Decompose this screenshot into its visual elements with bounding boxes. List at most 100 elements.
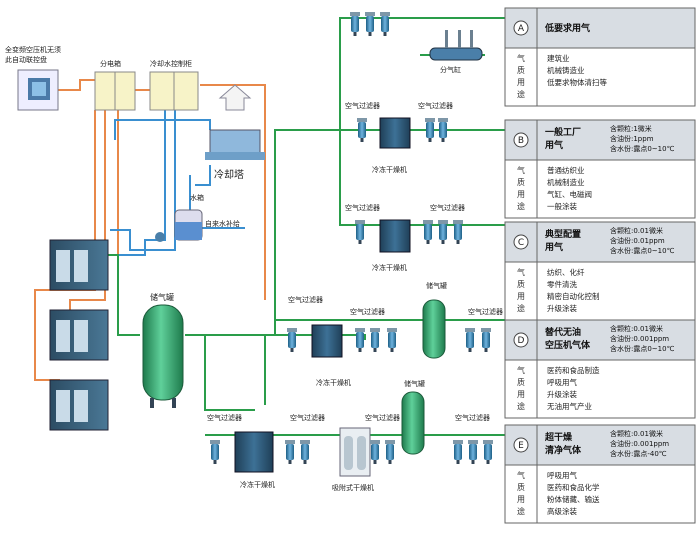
category-e-spec: 含水份:露点-40℃ — [610, 449, 667, 458]
category-d-side-label: 质 — [517, 377, 525, 387]
filter-b-3 — [438, 118, 448, 142]
filter-c-4 — [453, 220, 463, 244]
main-air-receiver: 储气罐 — [142, 292, 184, 408]
filter-e-1 — [210, 440, 220, 464]
filter-b-2 — [425, 118, 435, 142]
category-b-use: 机械制造业 — [547, 177, 585, 187]
category-a-side-label: 用 — [517, 78, 525, 87]
filter-d-1 — [287, 328, 297, 352]
dryer-b — [379, 117, 411, 149]
category-e-spec: 含颗粒:0.01微米 — [610, 429, 663, 438]
category-d-panel: D替代无油空压机气体含颗粒:0.01微米含油份:0.001ppm含水份:露点0~… — [504, 319, 696, 419]
category-a-header-bg — [504, 7, 696, 49]
control-panel-label-1: 全变频空压机无须 — [5, 45, 61, 54]
category-c-use: 升级涂装 — [547, 303, 577, 313]
category-d-title: 替代无油 — [545, 326, 581, 338]
category-b-header-bg — [504, 119, 696, 161]
water-tank-label: 水箱 — [190, 193, 204, 202]
cooling-water-lines — [108, 110, 245, 256]
category-e-use: 呼吸用气 — [547, 470, 577, 480]
filter-d-6 — [481, 328, 491, 352]
category-d-spec: 含颗粒:0.01微米 — [610, 324, 663, 333]
category-a-use: 机械铸造业 — [547, 65, 585, 75]
filter-e-6 — [453, 440, 463, 464]
air-receiver-d-label: 储气罐 — [426, 281, 447, 290]
air-receiver-e-label: 储气罐 — [404, 379, 425, 388]
filter-e-label-4: 空气过滤器 — [455, 413, 490, 422]
category-d-use: 呼吸用气 — [547, 377, 577, 387]
category-b-spec: 含油份:1ppm — [610, 134, 654, 143]
filter-a-3 — [380, 12, 390, 36]
category-d-side-label: 气 — [517, 365, 525, 375]
filter-c-3 — [438, 220, 448, 244]
dryer-e — [234, 431, 274, 473]
filter-b-1 — [357, 118, 367, 142]
category-c-letter: C — [518, 238, 524, 248]
line-b-equipment: 空气过滤器 冷冻干燥机 空气过滤器 — [345, 101, 453, 174]
category-c-side-label: 气 — [517, 267, 525, 277]
control-panel-label-2: 此自动联控盘 — [5, 55, 47, 64]
category-c-side-label: 途 — [517, 303, 525, 313]
category-e-side-label: 质 — [517, 482, 525, 492]
cooling-line-3 — [114, 119, 211, 140]
category-d-letter-circle — [513, 332, 529, 348]
cooling-tower-label: 冷却塔 — [214, 168, 244, 181]
category-e-letter: E — [518, 441, 524, 451]
air-line-riser — [274, 129, 365, 335]
power-line-compressor-1 — [108, 110, 119, 256]
category-e-spec: 含油份:0.001ppm — [610, 439, 669, 448]
category-a-side-label: 气 — [517, 53, 525, 63]
filter-e-3 — [300, 440, 310, 464]
filter-e-8 — [483, 440, 493, 464]
filter-e-7 — [468, 440, 478, 464]
category-b-letter-circle — [513, 132, 529, 148]
category-c-side-label: 用 — [517, 292, 525, 301]
category-e-panel: E超干燥清净气体含颗粒:0.01微米含油份:0.001ppm含水份:露点-40℃… — [504, 424, 696, 524]
main-air-receiver-label: 储气罐 — [150, 292, 174, 302]
filter-e-label-1: 空气过滤器 — [207, 413, 242, 422]
filter-b-label-1: 空气过滤器 — [345, 101, 380, 110]
filter-e-4 — [370, 440, 380, 464]
category-e-side-label: 气 — [517, 470, 525, 480]
category-b-spec: 含颗粒:1微米 — [610, 124, 652, 133]
category-c-title: 典型配置 — [545, 228, 581, 240]
filter-e-label-2: 空气过滤器 — [290, 413, 325, 422]
line-e-equipment: 空气过滤器 冷冻干燥机 空气过滤器 吸附式干燥机 空气过滤器 储气罐 空气过滤器 — [207, 379, 493, 492]
category-d-side-label: 用 — [517, 390, 525, 399]
category-d-spec: 含水份:露点0~10℃ — [610, 344, 675, 353]
category-c-header-bg — [504, 221, 696, 263]
category-c-title: 用气 — [544, 241, 563, 253]
filter-d-3 — [370, 328, 380, 352]
filter-c-label-1: 空气过滤器 — [345, 203, 380, 212]
compressor-3 — [49, 379, 109, 431]
category-a-side-label: 质 — [517, 65, 525, 75]
filter-e-2 — [285, 440, 295, 464]
dryer-d-label: 冷冻干燥机 — [316, 378, 351, 387]
air-receiver-d — [422, 299, 446, 359]
compressor-1 — [49, 239, 109, 291]
filter-c-1 — [355, 220, 365, 244]
dryer-c — [379, 219, 411, 253]
category-d-use: 医药和食品制造 — [547, 365, 600, 375]
power-line-panel — [58, 79, 95, 91]
dryer-e-label: 冷冻干燥机 — [240, 480, 275, 489]
dryer-c-label: 冷冻干燥机 — [372, 263, 407, 272]
filter-d-label-1: 空气过滤器 — [288, 295, 323, 304]
category-e-letter-circle — [513, 437, 529, 453]
category-b-body-bg — [504, 159, 696, 219]
cooling-tower: 冷却塔 — [205, 84, 265, 181]
category-b-side-label: 用 — [517, 190, 525, 199]
category-b-side-label: 气 — [517, 165, 525, 175]
gas-distributor: 分气缸 — [350, 12, 483, 74]
category-b-title: 一般工厂 — [545, 126, 581, 138]
air-line-main — [185, 334, 366, 340]
power-line-compressor-3 — [34, 110, 96, 381]
filter-e-label-3: 空气过滤器 — [365, 413, 400, 422]
category-b-use: 一般涂装 — [547, 201, 577, 211]
category-c-spec: 含油份:0.01ppm — [610, 236, 665, 245]
category-b-title: 用气 — [544, 139, 563, 151]
category-b-spec: 含水份:露点0~10℃ — [610, 144, 675, 153]
category-a-title: 低要求用气 — [544, 22, 590, 34]
